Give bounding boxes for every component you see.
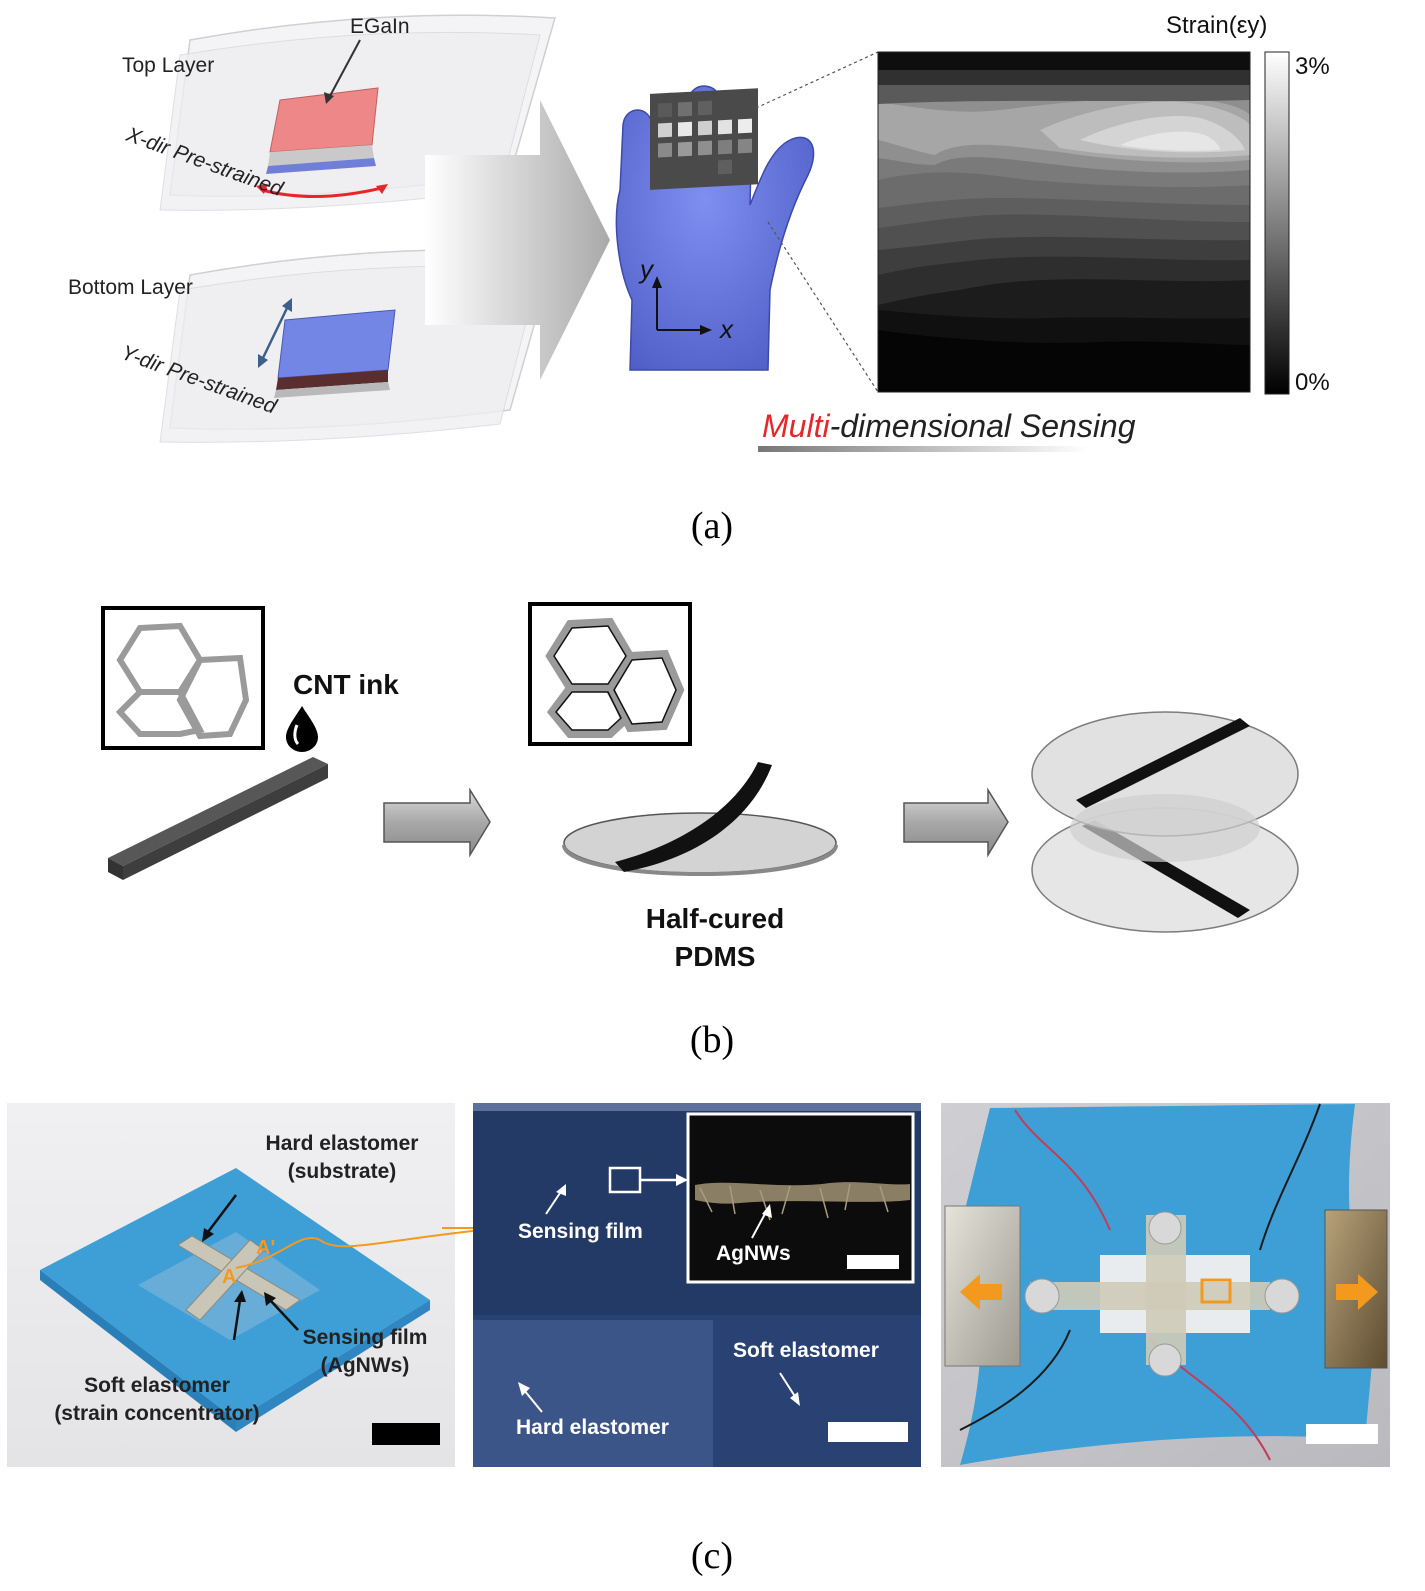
panel-a: EGaIn Top Layer X-dir Pre-strained Botto… bbox=[68, 12, 1330, 547]
caption-c: (c) bbox=[691, 1535, 733, 1577]
caption-b: (b) bbox=[690, 1019, 734, 1061]
colorbar-min-label: 0% bbox=[1295, 369, 1330, 396]
sem-sensing-film-label: Sensing film bbox=[518, 1220, 643, 1243]
contour-map-frame bbox=[877, 51, 1251, 393]
colorbar bbox=[1264, 51, 1290, 395]
sem-hard-elastomer-label: Hard elastomer bbox=[516, 1416, 669, 1439]
sensing-caption-red: Multi bbox=[762, 408, 830, 444]
agnws-inset bbox=[686, 1112, 915, 1284]
hand-with-sensor-array: y x bbox=[615, 85, 815, 371]
hexagon-mold-outline bbox=[115, 622, 250, 740]
pull-arrow-left-icon bbox=[960, 1274, 1002, 1310]
bottom-layer-label: Bottom Layer bbox=[68, 276, 193, 299]
stretch-test-photo bbox=[941, 1103, 1390, 1467]
cnt-strip-peeling bbox=[615, 762, 772, 872]
process-arrow-1 bbox=[383, 787, 491, 858]
sem-image bbox=[473, 1103, 921, 1467]
sem-agnws-label: AgNWs bbox=[716, 1242, 791, 1265]
zoom-line-top bbox=[755, 51, 879, 109]
process-arrow-2 bbox=[903, 787, 1009, 858]
cnt-bar bbox=[108, 757, 328, 880]
top-layer-label: Top Layer bbox=[122, 54, 214, 77]
marker-a: A bbox=[222, 1266, 236, 1288]
hexagon-cured-outline bbox=[545, 617, 685, 738]
panel-b: CNT ink Half-cured PDMS bbox=[101, 602, 1299, 1061]
stacked-sensor-disks bbox=[1031, 711, 1299, 933]
sensing-caption-rest: -dimensional Sensing bbox=[830, 408, 1136, 444]
axis-x-label: x bbox=[718, 314, 734, 344]
axis-y-label: y bbox=[638, 254, 655, 284]
sensing-caption-underline bbox=[758, 446, 1088, 452]
process-arrow bbox=[425, 100, 610, 380]
pull-arrow-right-icon bbox=[1336, 1274, 1378, 1310]
zoom-line-bottom bbox=[767, 221, 879, 393]
colorbar-title: Strain(εy) bbox=[1166, 12, 1267, 39]
scale-bar-3 bbox=[1306, 1424, 1378, 1444]
multidimensional-sensing-label: Multi-dimensional Sensing bbox=[762, 408, 1136, 444]
pdms-label-line1: Half-cured bbox=[646, 903, 784, 934]
sensing-film-line1: Sensing film bbox=[303, 1326, 428, 1349]
caption-a: (a) bbox=[691, 505, 733, 547]
device-photo bbox=[7, 1103, 501, 1467]
egain-label: EGaIn bbox=[350, 15, 410, 38]
strain-contour-map bbox=[878, 52, 1250, 392]
sensor-pixel-grid bbox=[658, 100, 752, 175]
ink-drop-icon bbox=[286, 706, 318, 752]
hard-elastomer-substrate-line1: Hard elastomer bbox=[266, 1132, 419, 1155]
colorbar-max-label: 3% bbox=[1295, 53, 1330, 80]
hard-elastomer-substrate-line2: (substrate) bbox=[288, 1160, 397, 1183]
measurement-box bbox=[1200, 1278, 1232, 1304]
scale-bar-2 bbox=[828, 1422, 908, 1442]
scale-bar-1 bbox=[372, 1423, 440, 1445]
soft-elastomer-line2: (strain concentrator) bbox=[54, 1402, 259, 1425]
cnt-ink-label: CNT ink bbox=[293, 669, 399, 700]
pdms-label-line2: PDMS bbox=[675, 941, 756, 972]
sem-soft-elastomer-label: Soft elastomer bbox=[733, 1339, 879, 1362]
marker-a-prime: A' bbox=[256, 1237, 275, 1259]
sensing-film-line2: (AgNWs) bbox=[321, 1354, 410, 1377]
soft-elastomer-line1: Soft elastomer bbox=[84, 1374, 230, 1397]
panel-c: Hard elastomer (substrate) A' A Sensing … bbox=[7, 1103, 1390, 1577]
scale-bar-inset bbox=[847, 1255, 899, 1269]
